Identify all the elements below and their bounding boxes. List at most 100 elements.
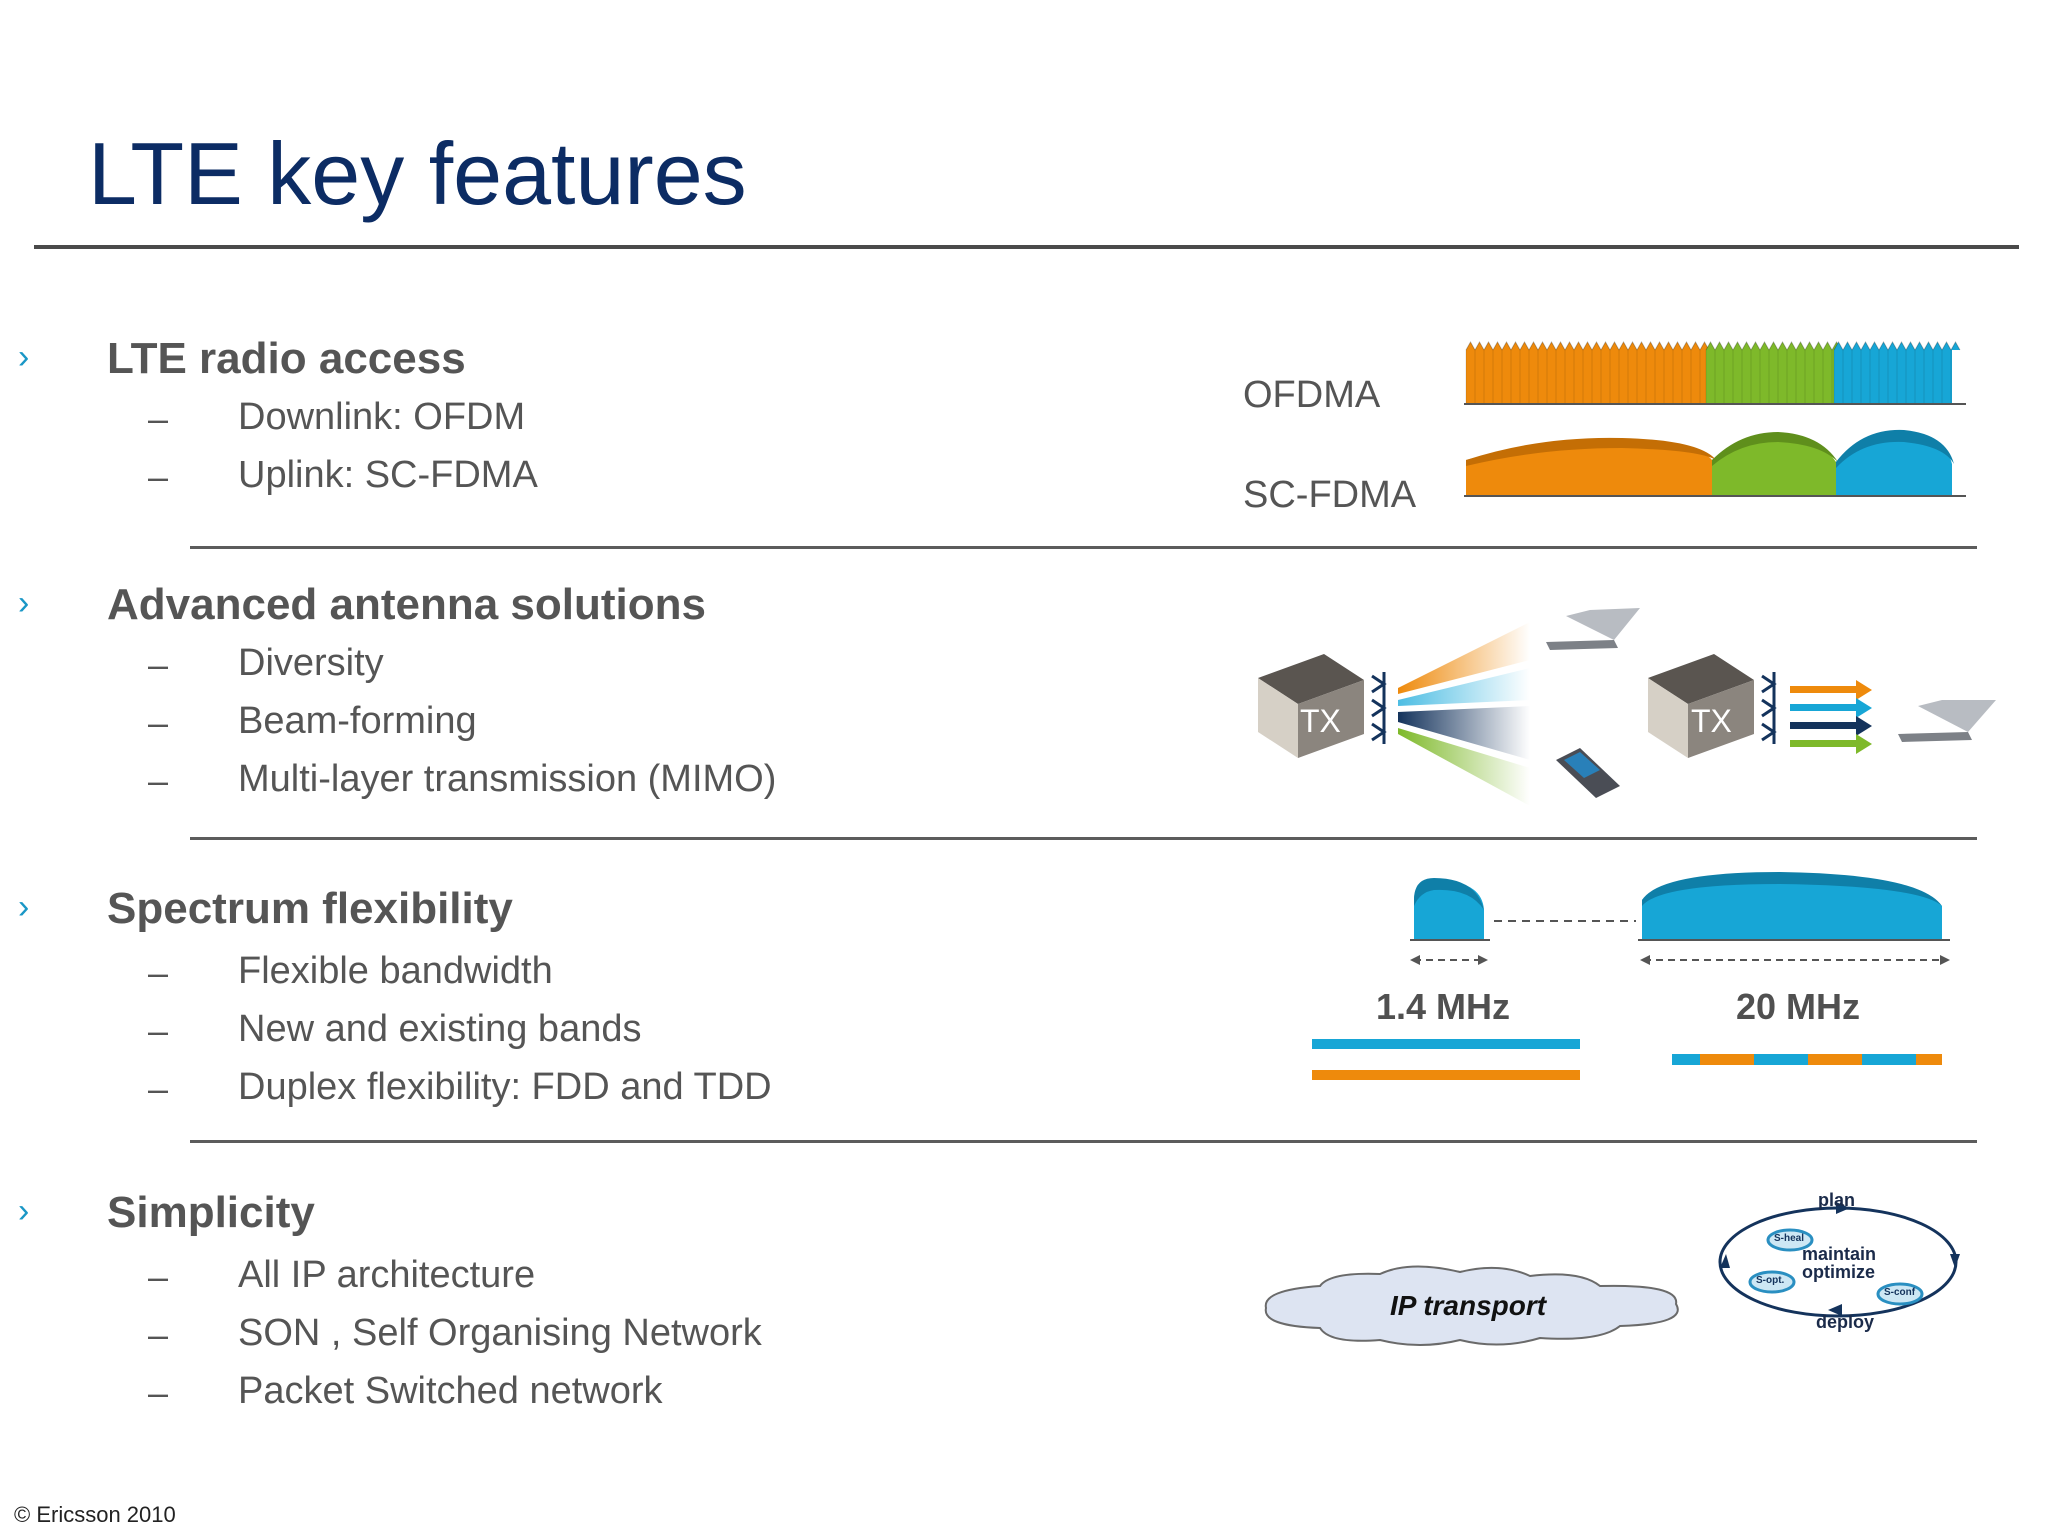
mimo-arrows: [1790, 680, 1872, 754]
ofdma-subcarrier: [1896, 340, 1907, 351]
sub-dash: –: [148, 702, 169, 743]
laptop-icon-right: [1898, 700, 1996, 742]
bullet-chevron: ›: [18, 338, 30, 376]
ofdma-subcarrier: [1860, 340, 1871, 351]
ofdma-subcarrier: [1851, 340, 1862, 351]
son-optimize-label: optimize: [1802, 1262, 1876, 1282]
ofdma-subcarrier: [1636, 340, 1647, 351]
ofdma-subcarrier: [1492, 340, 1503, 351]
ofdma-subcarrier: [1645, 340, 1656, 351]
ofdma-subcarrier: [1690, 340, 1701, 351]
beam-navy: [1398, 706, 1530, 760]
section-divider: [190, 546, 1977, 549]
sub-item: New and existing bands: [238, 1008, 642, 1050]
section-heading-spectrum: Spectrum flexibility: [107, 884, 513, 933]
scfdma-green-top: [1712, 432, 1838, 466]
ofdma-subcarrier: [1699, 340, 1710, 351]
sub-dash: –: [148, 1010, 169, 1051]
ofdma-subcarrier: [1528, 340, 1539, 351]
bandwidth-label-small: 1.4 MHz: [1376, 986, 1511, 1027]
sub-dash: –: [148, 952, 169, 993]
ofdma-subcarriers: [1465, 340, 1961, 404]
bandwidth-label-large: 20 MHz: [1736, 986, 1861, 1027]
ofdma-subcarrier: [1654, 340, 1665, 351]
ofdma-subcarrier: [1663, 340, 1674, 351]
scfdma-green-block: [1712, 436, 1836, 496]
section-heading-antenna: Advanced antenna solutions: [107, 580, 706, 629]
ofdma-band: [1706, 350, 1834, 404]
sub-dash: –: [148, 1372, 169, 1413]
fdd-downlink-bar: [1312, 1070, 1580, 1080]
sub-item: SON , Self Organising Network: [238, 1312, 762, 1354]
bullet-chevron: ›: [18, 888, 30, 926]
ofdma-label: OFDMA: [1243, 374, 1381, 416]
ofdma-subcarrier: [1842, 340, 1853, 351]
ofdma-subcarrier: [1869, 340, 1880, 351]
ofdma-subcarrier: [1804, 340, 1815, 351]
ofdma-subcarrier: [1681, 340, 1692, 351]
ofdma-subcarrier: [1822, 340, 1833, 351]
ofdma-subcarrier: [1732, 340, 1743, 351]
ofdma-subcarrier: [1887, 340, 1898, 351]
ofdma-subcarrier: [1941, 340, 1952, 351]
sub-item: Uplink: SC-FDMA: [238, 454, 538, 496]
ofdma-subcarrier: [1672, 340, 1683, 351]
ofdma-subcarrier: [1777, 340, 1788, 351]
beam-green: [1398, 728, 1530, 806]
scfdma-orange-block: [1466, 441, 1712, 496]
sub-dash: –: [148, 1314, 169, 1355]
fdd-uplink-bar: [1312, 1039, 1580, 1049]
small-carrier-block: [1414, 880, 1484, 940]
ofdma-subcarrier: [1750, 340, 1761, 351]
scfdma-blue-block: [1836, 433, 1952, 496]
section-divider: [190, 837, 1977, 840]
ofdma-subcarrier: [1723, 340, 1734, 351]
ofdma-subcarrier: [1759, 340, 1770, 351]
ofdma-subcarrier: [1618, 340, 1629, 351]
ofdma-subcarrier: [1768, 340, 1779, 351]
sub-item: Duplex flexibility: FDD and TDD: [238, 1066, 772, 1108]
large-carrier-block: [1642, 876, 1942, 940]
sub-dash: –: [148, 398, 169, 439]
section-heading-simplicity: Simplicity: [107, 1188, 315, 1237]
ofdma-subcarrier: [1627, 340, 1638, 351]
sub-item: All IP architecture: [238, 1254, 536, 1296]
ip-transport-label: IP transport: [1390, 1290, 1547, 1321]
sub-item: Multi-layer transmission (MIMO): [238, 758, 777, 800]
large-carrier-top: [1642, 872, 1942, 906]
ofdma-subcarrier: [1600, 340, 1611, 351]
sub-item: Downlink: OFDM: [238, 396, 526, 438]
son-heal-label: S-heal: [1774, 1233, 1805, 1244]
sub-dash: –: [148, 1068, 169, 1109]
sub-item: Packet Switched network: [238, 1370, 663, 1412]
tdd-bar: [1672, 1054, 1942, 1065]
tx-label-left: TX: [1300, 703, 1341, 739]
scfdma-blue-top: [1836, 429, 1954, 468]
section-divider: [190, 1140, 1977, 1143]
ofdma-subcarrier: [1519, 340, 1530, 351]
sub-dash: –: [148, 1256, 169, 1297]
ofdma-subcarrier: [1537, 340, 1548, 351]
ofdma-subcarrier: [1950, 340, 1961, 351]
copyright-footer: © Ericsson 2010: [14, 1502, 176, 1527]
son-conf-label: S-conf: [1884, 1287, 1916, 1298]
ofdma-subcarrier: [1914, 340, 1925, 351]
ofdma-subcarrier: [1878, 340, 1889, 351]
large-bandwidth-arrow: [1640, 955, 1950, 965]
ofdma-subcarrier: [1546, 340, 1557, 351]
sub-item: Beam-forming: [238, 700, 477, 742]
ofdma-subcarrier: [1923, 340, 1934, 351]
bullet-chevron: ›: [18, 584, 30, 622]
antenna-array-right: [1761, 672, 1777, 744]
son-arrow-right: [1950, 1254, 1960, 1268]
section-heading-radio-access: LTE radio access: [107, 334, 466, 383]
sub-dash: –: [148, 760, 169, 801]
ofdma-subcarrier: [1786, 340, 1797, 351]
ofdma-subcarrier: [1609, 340, 1620, 351]
ofdma-subcarrier: [1573, 340, 1584, 351]
ofdma-subcarrier: [1555, 340, 1566, 351]
son-deploy-label: deploy: [1816, 1312, 1875, 1332]
ofdma-subcarrier: [1582, 340, 1593, 351]
small-bandwidth-arrow: [1410, 955, 1488, 965]
sub-item: Flexible bandwidth: [238, 950, 553, 992]
